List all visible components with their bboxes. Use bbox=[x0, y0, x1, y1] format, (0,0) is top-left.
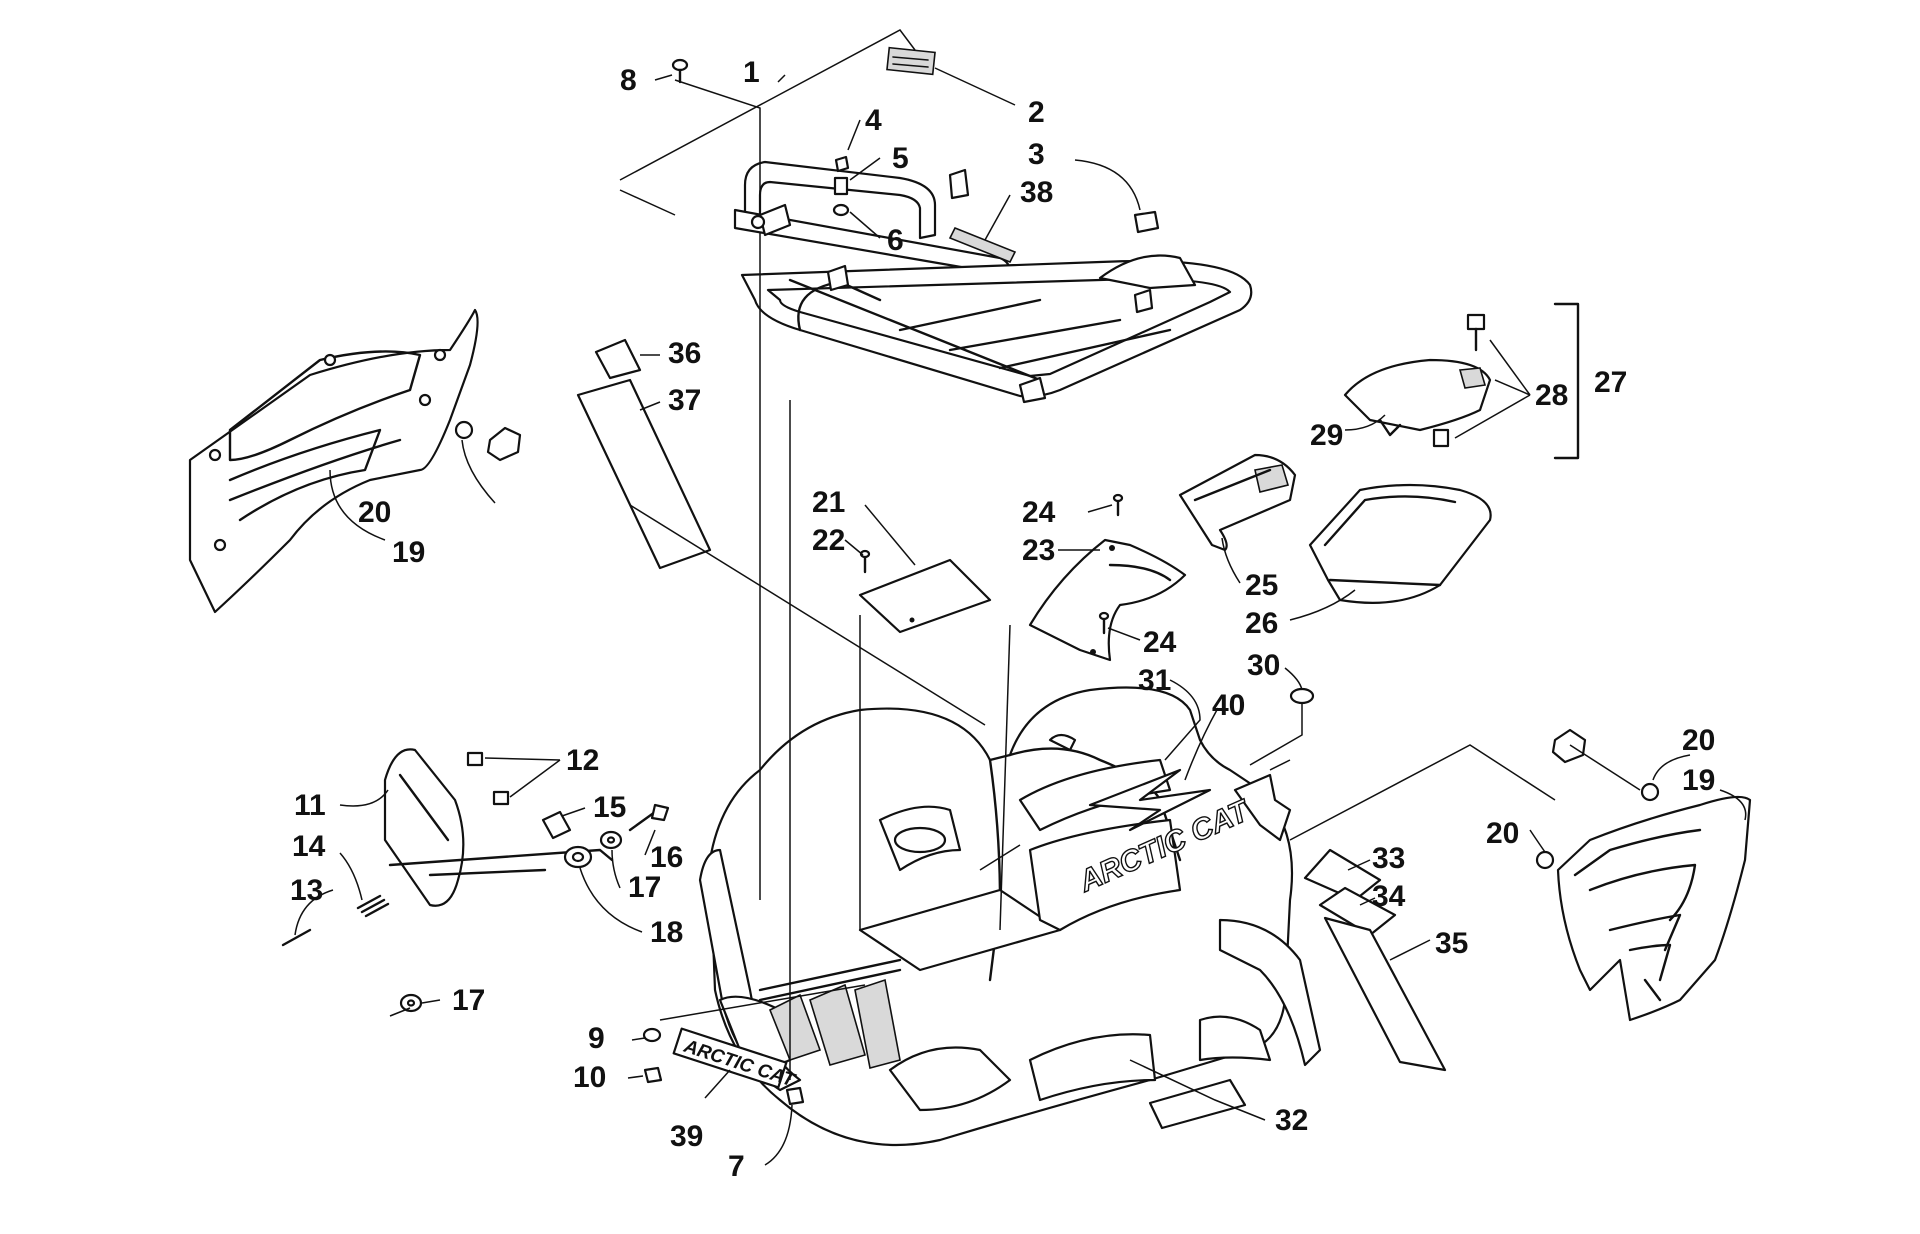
callout-9: 9 bbox=[588, 1022, 605, 1055]
callout-labels: 1 2 3 4 5 6 7 8 9 10 11 12 13 14 15 16 1… bbox=[290, 56, 1715, 1183]
spring-14 bbox=[356, 894, 390, 918]
callout-12: 12 bbox=[566, 744, 599, 777]
callout-1: 1 bbox=[743, 56, 760, 89]
callout-6: 6 bbox=[887, 224, 904, 257]
latch-28 bbox=[1432, 313, 1486, 448]
callout-4: 4 bbox=[865, 104, 882, 137]
callout-19b: 19 bbox=[1682, 764, 1715, 797]
callout-20c: 20 bbox=[1486, 817, 1519, 850]
callout-19a: 19 bbox=[392, 536, 425, 569]
callout-29: 29 bbox=[1310, 419, 1343, 452]
decal-37 bbox=[576, 378, 712, 570]
decal-36 bbox=[594, 338, 642, 380]
screw-16 bbox=[628, 803, 670, 832]
front-rack bbox=[733, 160, 1253, 404]
decal-21 bbox=[858, 558, 992, 634]
plug-30 bbox=[1289, 687, 1315, 705]
callout-20a: 20 bbox=[358, 496, 391, 529]
decal-2 bbox=[886, 46, 936, 76]
callout-22: 22 bbox=[812, 524, 845, 557]
cover-29 bbox=[1343, 358, 1492, 437]
callout-39: 39 bbox=[670, 1120, 703, 1153]
callout-15: 15 bbox=[593, 791, 626, 824]
callout-21: 21 bbox=[812, 486, 845, 519]
storage-lid-25 bbox=[1178, 453, 1297, 552]
callout-11: 11 bbox=[294, 789, 326, 822]
bracket-27 bbox=[1553, 302, 1580, 460]
callout-34: 34 bbox=[1372, 880, 1406, 913]
screw-13 bbox=[281, 928, 312, 947]
grommet-20-left bbox=[454, 420, 522, 462]
storage-box-26 bbox=[1308, 483, 1492, 604]
light-cover-11 bbox=[383, 748, 465, 907]
callout-14: 14 bbox=[292, 830, 326, 863]
callout-40: 40 bbox=[1212, 689, 1245, 722]
callout-7: 7 bbox=[728, 1150, 745, 1183]
clip-3 bbox=[1133, 210, 1160, 234]
callout-32: 32 bbox=[1275, 1104, 1308, 1137]
leader-lines bbox=[294, 29, 1747, 1166]
callout-13: 13 bbox=[290, 874, 323, 907]
callout-27: 27 bbox=[1594, 366, 1627, 399]
grommet-20-right bbox=[1535, 728, 1660, 870]
bracket-assembly bbox=[388, 848, 614, 877]
callout-30: 30 bbox=[1247, 649, 1280, 682]
bolt-stack-4-5-6 bbox=[832, 155, 850, 217]
callout-38: 38 bbox=[1020, 176, 1053, 209]
grommet-18 bbox=[563, 845, 593, 869]
callout-25: 25 bbox=[1245, 569, 1278, 602]
callout-20b: 20 bbox=[1682, 724, 1715, 757]
callout-36: 36 bbox=[668, 337, 701, 370]
callout-8: 8 bbox=[620, 64, 637, 97]
callout-35: 35 bbox=[1435, 927, 1468, 960]
callout-3: 3 bbox=[1028, 138, 1045, 171]
callout-24b: 24 bbox=[1143, 626, 1177, 659]
callout-17a: 17 bbox=[628, 871, 661, 904]
decal-35 bbox=[1323, 916, 1447, 1072]
rivets-24 bbox=[1098, 493, 1124, 635]
grommet-15 bbox=[541, 810, 572, 840]
side-panel-right bbox=[1556, 795, 1752, 1022]
callout-28: 28 bbox=[1535, 379, 1568, 412]
panel-23 bbox=[1028, 538, 1187, 662]
nut-10 bbox=[643, 1066, 663, 1084]
callout-18: 18 bbox=[650, 916, 683, 949]
side-panel-left bbox=[188, 308, 479, 614]
callout-31: 31 bbox=[1138, 664, 1171, 697]
callout-26: 26 bbox=[1245, 607, 1278, 640]
callout-33: 33 bbox=[1372, 842, 1405, 875]
washer-17 bbox=[399, 830, 623, 1013]
callout-23: 23 bbox=[1022, 534, 1055, 567]
nut-7 bbox=[785, 1086, 805, 1106]
screw-8 bbox=[671, 58, 689, 84]
callout-17b: 17 bbox=[452, 984, 485, 1017]
callout-2: 2 bbox=[1028, 96, 1045, 129]
bolts-12 bbox=[466, 751, 510, 806]
rack-decal bbox=[948, 226, 1017, 264]
callout-37: 37 bbox=[668, 384, 701, 417]
callout-5: 5 bbox=[892, 142, 909, 175]
callout-24a: 24 bbox=[1022, 496, 1056, 529]
callout-10: 10 bbox=[573, 1061, 606, 1094]
callout-16: 16 bbox=[650, 841, 683, 874]
washer-9 bbox=[642, 1027, 662, 1043]
decal-32 bbox=[1148, 1078, 1247, 1130]
